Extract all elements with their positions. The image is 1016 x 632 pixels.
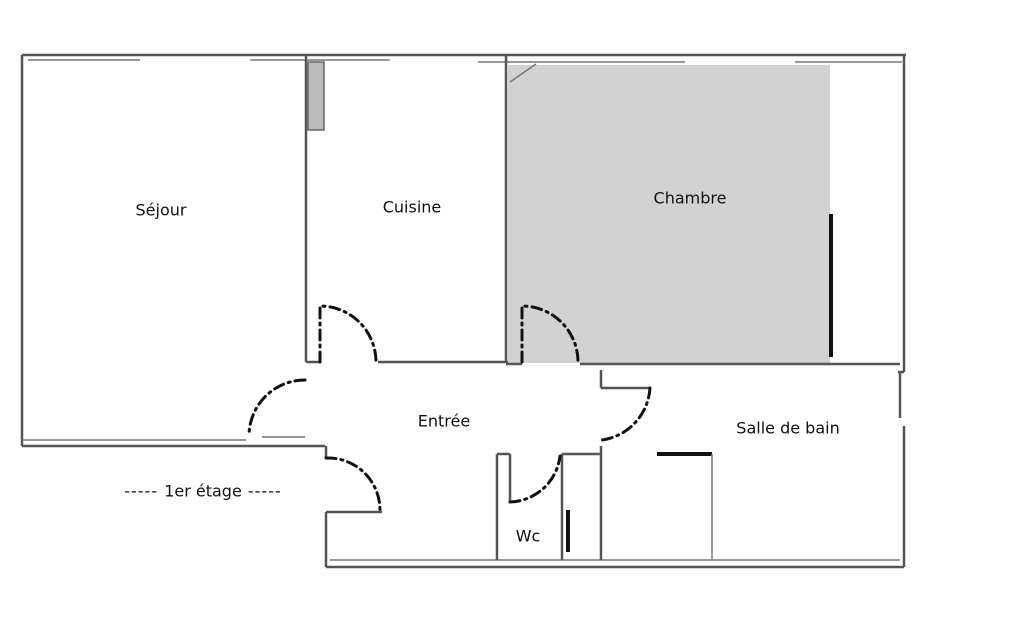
chambre-corner-mark [509, 63, 537, 83]
room-label-sejour: Séjour [135, 200, 187, 220]
door-sejour [247, 378, 307, 438]
floor-label-dash-left: ----- [124, 481, 165, 501]
room-label-entree: Entrée [417, 411, 471, 431]
door-chambre [520, 304, 580, 364]
room-label-cuisine: Cuisine [382, 197, 442, 217]
floor-label-text: 1er étage [164, 481, 242, 501]
chimney-duct [307, 61, 325, 131]
room-label-chambre: Chambre [653, 188, 727, 208]
room-label-wc: Wc [515, 526, 541, 546]
door-cuisine [318, 304, 378, 364]
door-wc [508, 454, 562, 504]
room-label-salle-de-bain: Salle de bain [736, 418, 840, 438]
floor-label: ----- 1er étage ----- [124, 482, 282, 501]
door-entree [324, 456, 382, 512]
door-salle-de-bain [600, 386, 652, 442]
chambre-fill [508, 65, 830, 363]
floor-label-dash-right: ----- [241, 481, 282, 501]
